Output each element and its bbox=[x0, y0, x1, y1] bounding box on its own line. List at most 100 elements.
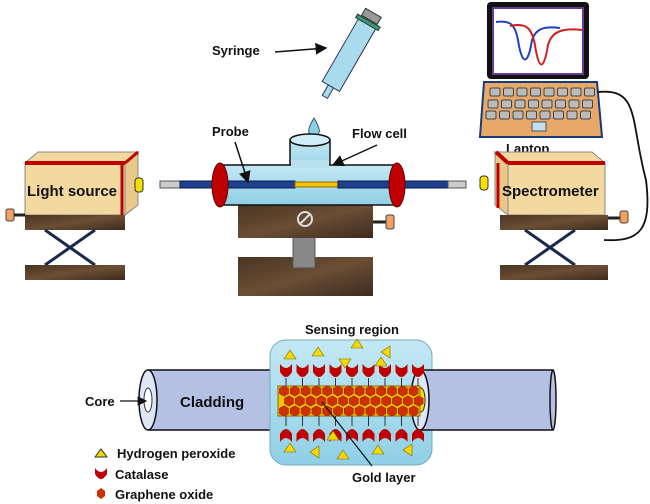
graphene-oxide-hexagon bbox=[333, 405, 343, 417]
laptop-keyboard bbox=[485, 87, 595, 120]
fiber-left bbox=[138, 369, 279, 431]
hydrogen-peroxide-triangle bbox=[371, 444, 385, 455]
graphene-oxide-hexagon bbox=[338, 395, 348, 407]
catalase-enzyme bbox=[395, 429, 408, 442]
graphene-oxide-layer bbox=[279, 385, 424, 417]
keyboard-key bbox=[526, 110, 537, 120]
hydrogen-peroxide-triangle bbox=[402, 443, 413, 457]
graphene-oxide-hexagon bbox=[327, 395, 338, 407]
catalase-enzyme bbox=[280, 429, 292, 442]
hydrogen-peroxide-triangle bbox=[283, 349, 297, 360]
keyboard-key bbox=[553, 110, 564, 120]
graphene-oxide-hexagon bbox=[294, 395, 305, 407]
graphene-oxide-hexagon bbox=[392, 395, 402, 407]
hydrogen-peroxide-triangle bbox=[311, 346, 325, 357]
probe-arrow bbox=[234, 141, 251, 184]
gold-layer-pointer bbox=[321, 401, 373, 467]
legend-catalase-icon bbox=[95, 468, 107, 479]
graphene-oxide-hexagon bbox=[343, 385, 354, 397]
sensing-region-label: Sensing region bbox=[305, 322, 399, 337]
graphene-oxide-hexagon bbox=[354, 385, 365, 397]
catalase-enzyme bbox=[329, 364, 342, 377]
keyboard-key bbox=[543, 87, 555, 97]
probe-label: Probe bbox=[212, 124, 249, 139]
laptop bbox=[478, 2, 604, 138]
graphene-oxide-hexagon bbox=[289, 405, 300, 417]
syringe bbox=[321, 7, 382, 100]
legend: Hydrogen peroxide Catalase Graphene oxid… bbox=[94, 446, 235, 502]
graphene-oxide-hexagon bbox=[413, 395, 424, 407]
flow-cell-arrow bbox=[331, 144, 378, 167]
adjust-screw-icon[interactable] bbox=[297, 211, 313, 227]
catalase-enzyme bbox=[379, 429, 391, 442]
graphene-oxide-hexagon bbox=[387, 385, 397, 397]
graphene-oxide-hexagon bbox=[381, 395, 392, 407]
keyboard-key bbox=[555, 99, 566, 109]
keyboard-key bbox=[499, 110, 510, 120]
hydrogen-peroxide-triangle bbox=[309, 445, 320, 459]
keyboard-key bbox=[516, 87, 528, 97]
stand-block bbox=[238, 205, 373, 238]
graphene-oxide-hexagon bbox=[370, 395, 381, 407]
usb-cable bbox=[597, 90, 649, 242]
graphene-oxide-hexagon bbox=[279, 385, 289, 397]
graphene-oxide-hexagon bbox=[359, 395, 370, 407]
keyboard-key bbox=[528, 99, 539, 109]
graphene-oxide-hexagon bbox=[354, 405, 365, 417]
graphene-oxide-hexagon bbox=[279, 405, 289, 417]
graphene-oxide-hexagon bbox=[311, 385, 322, 397]
graphene-oxide-hexagon bbox=[408, 405, 419, 417]
catalase-enzyme bbox=[362, 364, 375, 377]
legend-label-graphene-oxide: Graphene oxide bbox=[115, 487, 213, 502]
keyboard-key bbox=[512, 110, 524, 120]
graphene-oxide-hexagon bbox=[397, 385, 408, 397]
catalase-enzyme bbox=[296, 364, 309, 377]
gold-layer-label: Gold layer bbox=[352, 470, 416, 485]
flow-cell-label: Flow cell bbox=[352, 126, 407, 141]
graphene-oxide-hexagon bbox=[365, 405, 376, 417]
graphene-oxide-hexagon bbox=[408, 385, 419, 397]
spectrometer bbox=[479, 150, 629, 280]
catalase-enzyme bbox=[346, 364, 358, 377]
keyboard-key bbox=[580, 110, 591, 120]
graphene-oxide-hexagon bbox=[305, 395, 316, 407]
keyboard-key bbox=[539, 110, 551, 120]
keyboard-key bbox=[503, 87, 514, 97]
legend-label-hydrogen-peroxide: Hydrogen peroxide bbox=[117, 446, 235, 461]
keyboard-key bbox=[489, 87, 501, 97]
catalase-enzyme bbox=[412, 429, 424, 442]
graphene-oxide-hexagon bbox=[348, 395, 359, 407]
keyboard-key bbox=[501, 99, 512, 109]
flow-cell-stand bbox=[238, 205, 395, 296]
keyboard-key bbox=[570, 87, 582, 97]
graphene-oxide-hexagon bbox=[365, 385, 376, 397]
catalase-enzyme bbox=[296, 429, 309, 442]
hydrogen-peroxide-triangle bbox=[338, 358, 352, 369]
legend-triangle-icon bbox=[94, 448, 108, 458]
catalase-enzyme bbox=[395, 364, 408, 377]
hydrogen-peroxide-molecules bbox=[283, 338, 413, 460]
hydrogen-peroxide-triangle bbox=[283, 442, 297, 453]
catalase-enzyme bbox=[313, 429, 325, 442]
spectrometer-label: Spectrometer bbox=[502, 183, 599, 200]
legend-hexagon-icon bbox=[97, 488, 105, 499]
catalase-enzyme bbox=[280, 364, 292, 377]
graphene-oxide-hexagon bbox=[284, 395, 294, 407]
core-label: Core bbox=[85, 394, 115, 409]
keyboard-key bbox=[514, 99, 526, 109]
keyboard-key bbox=[566, 110, 578, 120]
keyboard-key bbox=[568, 99, 580, 109]
graphene-oxide-hexagon bbox=[376, 405, 387, 417]
graphene-oxide-hexagon bbox=[387, 405, 397, 417]
legend-label-catalase: Catalase bbox=[115, 467, 168, 482]
spectrum-red-curve bbox=[509, 24, 583, 66]
hydrogen-peroxide-triangle bbox=[380, 345, 391, 359]
keyboard-key bbox=[487, 99, 499, 109]
cladding-label: Cladding bbox=[180, 394, 244, 411]
fiber-right bbox=[410, 369, 557, 431]
catalase-enzyme bbox=[346, 429, 358, 442]
light-source bbox=[5, 150, 144, 280]
graphene-oxide-hexagon bbox=[311, 405, 322, 417]
